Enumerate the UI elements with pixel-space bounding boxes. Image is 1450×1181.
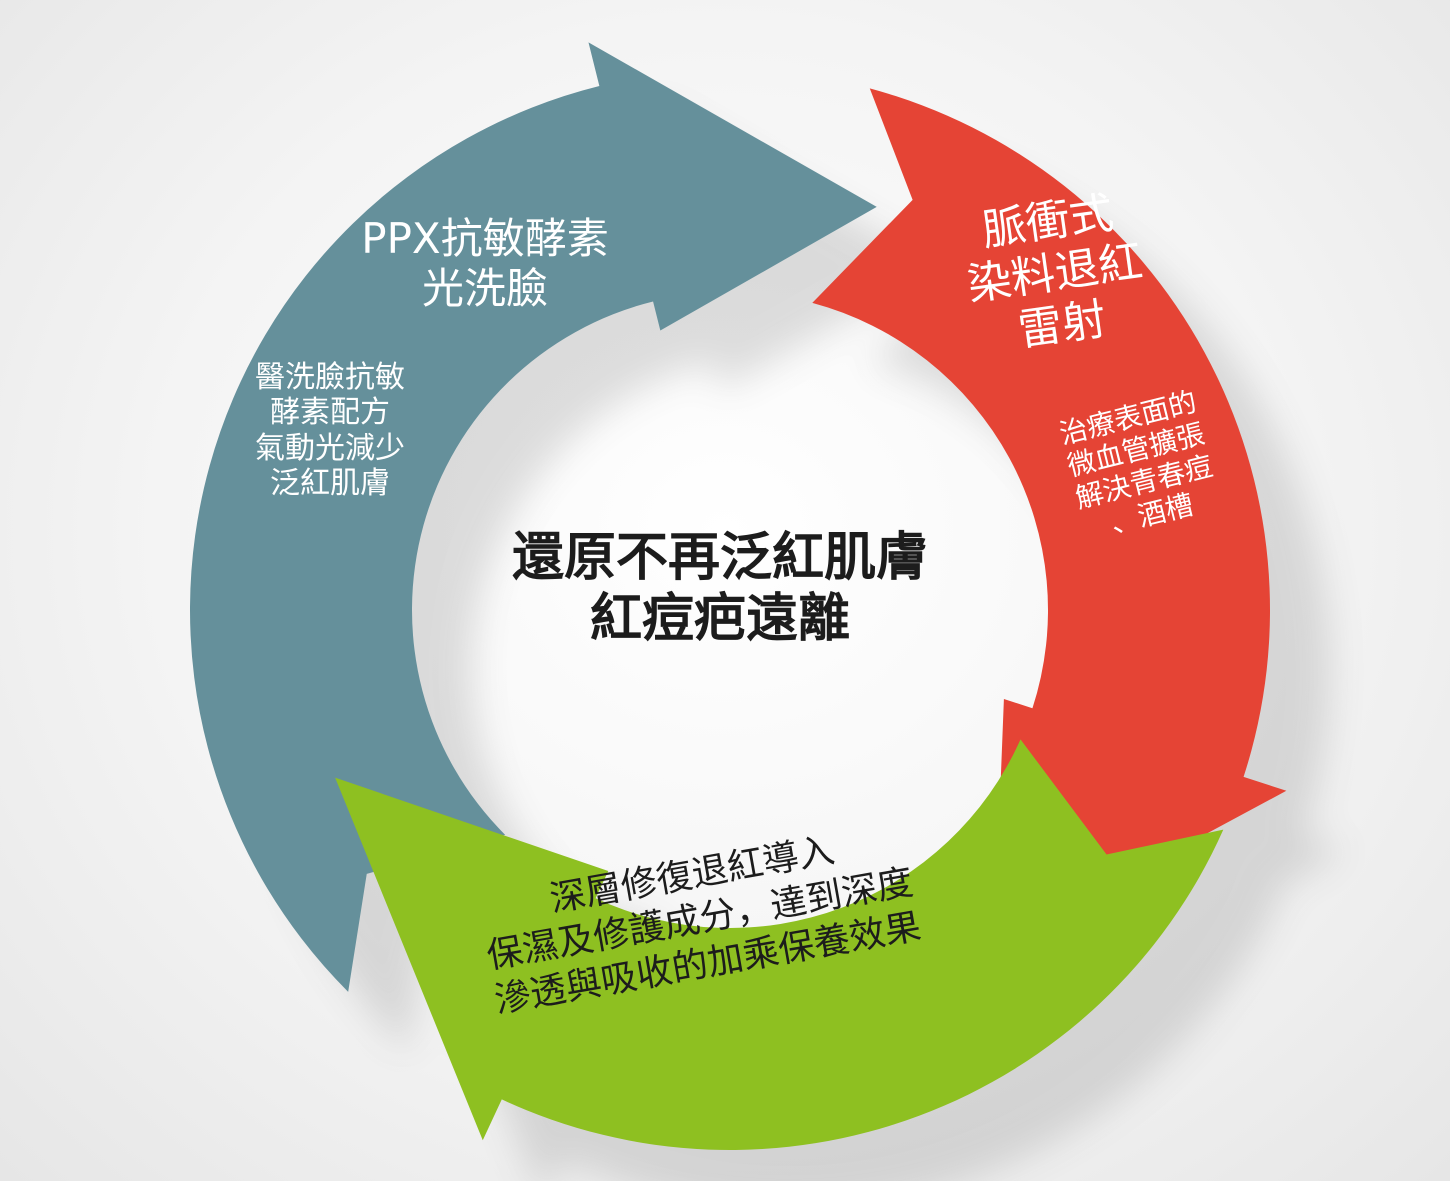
blue-arrow-title: PPX抗敏酵素 光洗臉 [300, 214, 670, 313]
blue-desc-line: 酵素配方 [270, 395, 390, 431]
blue-title-line: PPX抗敏酵素 [361, 214, 609, 263]
center-message: 還原不再泛紅肌膚 紅痘疤遠離 [460, 528, 980, 651]
green-arrow [335, 739, 1224, 1150]
blue-arrow-description: 醫洗臉抗敏 酵素配方 氣動光減少 泛紅肌膚 [200, 360, 460, 502]
center-line: 還原不再泛紅肌膚 [511, 528, 928, 588]
blue-desc-line: 醫洗臉抗敏 [255, 360, 405, 395]
center-line: 紅痘疤遠離 [589, 589, 850, 650]
blue-title-line: 光洗臉 [421, 263, 548, 313]
blue-desc-line: 泛紅肌膚 [270, 466, 390, 502]
red-arrow [812, 88, 1287, 949]
blue-desc-line: 氣動光減少 [255, 430, 405, 466]
blue-arrow [190, 42, 877, 992]
